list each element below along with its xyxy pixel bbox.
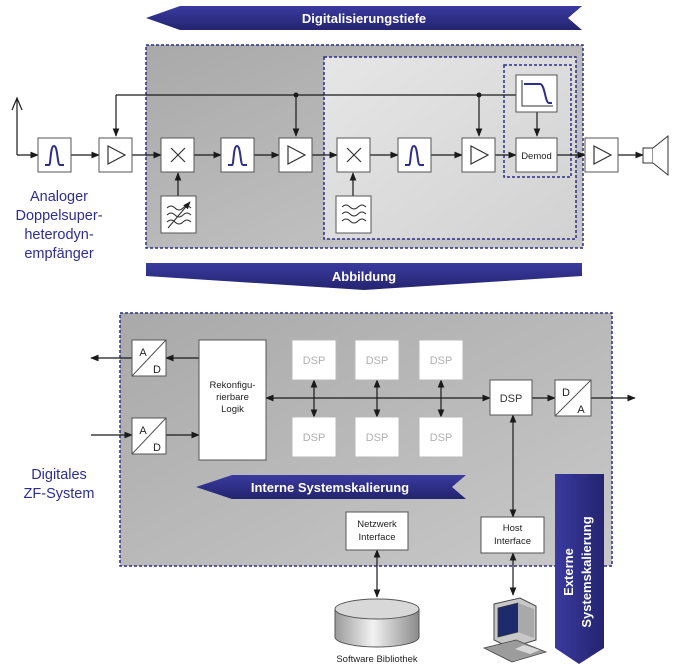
logic-label-line: Rekonfigu-: [210, 380, 256, 391]
dsp-label: DSP: [366, 432, 389, 444]
converter-label-top: D: [562, 387, 570, 399]
oscillator-icon: [335, 195, 372, 234]
interne-systemskalierung-banner: Interne Systemskalierung: [196, 475, 466, 499]
network-label-line: Interface: [359, 532, 396, 543]
converter-label-top: A: [139, 425, 147, 437]
dsp-block-inactive: DSP: [418, 339, 464, 381]
speaker-icon: [642, 134, 669, 177]
host-interface-block: Host Interface: [480, 516, 545, 554]
bandpass-filter-icon: [397, 137, 432, 173]
banner-title-line: Systemskalierung: [579, 516, 594, 627]
converter-label-top: A: [139, 347, 147, 359]
lowpass-filter-icon: [515, 74, 558, 113]
dsp-block: DSP: [489, 379, 533, 416]
analog-label-line: Analoger: [30, 189, 88, 205]
dsp-block-inactive: DSP: [418, 416, 464, 458]
host-label-line: Host: [503, 523, 523, 534]
oscillator-icon: [160, 195, 197, 234]
database-icon: [334, 598, 420, 648]
dsp-block-inactive: DSP: [354, 416, 400, 458]
digitalisierungstiefe-banner: Digitalisierungstiefe: [146, 6, 582, 30]
dsp-block-inactive: DSP: [354, 339, 400, 381]
dsp-label: DSP: [303, 355, 326, 367]
digital-label-line: ZF-System: [24, 486, 95, 502]
antenna-icon: [11, 96, 39, 159]
logic-label-line: Logik: [221, 404, 244, 415]
ad-converter-block: A D: [131, 339, 167, 377]
analog-label-line: Doppelsuper-: [15, 208, 102, 224]
amplifier-icon: [461, 137, 496, 173]
bandpass-filter-icon: [37, 137, 72, 173]
da-converter-block: D A: [554, 379, 592, 417]
banner-title: Interne Systemskalierung: [251, 480, 409, 495]
software-library-label: Software Bibliothek: [336, 654, 418, 665]
computer-icon: [482, 597, 548, 663]
digital-system-label: Digitales ZF-System: [24, 467, 95, 502]
dsp-label: DSP: [430, 432, 453, 444]
logic-label-line: rierbare: [216, 392, 249, 403]
dsp-label: DSP: [500, 393, 523, 405]
digital-signal-path: [90, 354, 636, 598]
analog-receiver-label: Analoger Doppelsuper- heterodyn- empfäng…: [15, 189, 102, 262]
network-interface-block: Netzwerk Interface: [345, 511, 409, 551]
dsp-block-inactive: DSP: [291, 416, 337, 458]
amplifier-icon: [278, 137, 313, 173]
converter-label-bottom: D: [153, 442, 161, 454]
bandpass-filter-icon: [220, 137, 255, 173]
banner-title: Digitalisierungstiefe: [302, 11, 426, 26]
banner-title-line: Externe: [561, 548, 576, 596]
demodulator-block: Demod: [515, 137, 558, 173]
ad-converter-block: A D: [131, 417, 167, 455]
digital-label-line: Digitales: [31, 467, 87, 483]
converter-label-bottom: A: [577, 404, 585, 416]
banner-title: Abbildung: [332, 269, 396, 284]
amplifier-icon: [98, 137, 133, 173]
analog-label-line: heterodyn-: [24, 227, 93, 243]
converter-label-bottom: D: [153, 364, 161, 376]
dsp-label: DSP: [303, 432, 326, 444]
analog-signal-path: [71, 92, 644, 196]
dsp-label: DSP: [366, 355, 389, 367]
demod-group-panel: [503, 64, 572, 178]
analog-label-line: empfänger: [24, 246, 93, 262]
amplifier-icon: [584, 137, 619, 173]
abbildung-banner: Abbildung: [146, 263, 582, 290]
mixer-icon: [160, 137, 195, 173]
externe-systemskalierung-banner: Externe Systemskalierung: [555, 474, 604, 664]
reconfigurable-logic-block: Rekonfigu- rierbare Logik: [198, 339, 267, 461]
host-label-line: Interface: [494, 536, 531, 547]
dsp-block-inactive: DSP: [291, 339, 337, 381]
dsp-label: DSP: [430, 355, 453, 367]
mixer-icon: [336, 137, 371, 173]
demod-label: Demod: [521, 151, 552, 162]
network-label-line: Netzwerk: [357, 519, 397, 530]
